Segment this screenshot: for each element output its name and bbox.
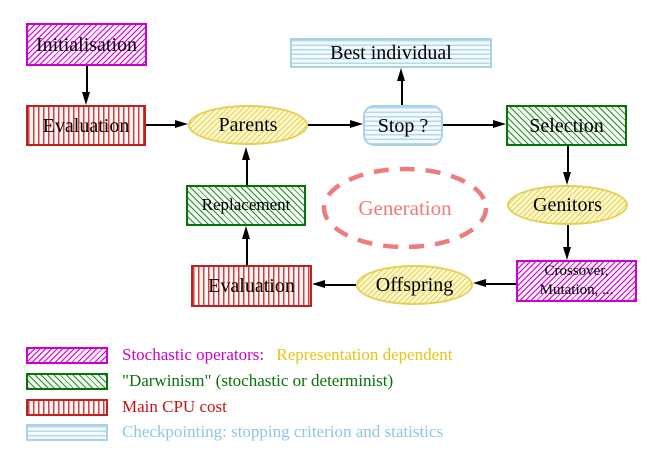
node-initialisation: Initialisation [26, 23, 147, 66]
legend-swatch-darwinism [26, 373, 108, 390]
legend-swatch-checkpointing [26, 424, 108, 441]
node-selection: Selection [506, 105, 627, 146]
legend-label-darwinism: "Darwinism" (stochastic or determinist) [122, 371, 394, 390]
generation-loop-ellipse: Generation [320, 165, 490, 251]
legend-swatch-cpu-cost [26, 399, 108, 416]
crossover-line2: Mutation, ... [539, 282, 614, 298]
legend-label-cpu-cost: Main CPU cost [122, 397, 227, 416]
dashed-ellipse-icon [321, 166, 489, 250]
node-genitors: Genitors [507, 185, 628, 225]
node-replacement: Replacement [186, 185, 306, 226]
stochastic-operators-text: Stochastic operators: [122, 345, 265, 364]
representation-dependent-text: Representation dependent [276, 345, 453, 364]
legend-label-stochastic-operators: Stochastic operators: Representation dep… [122, 345, 452, 365]
node-best-individual: Best individual [290, 38, 492, 68]
node-evaluation-top: Evaluation [26, 105, 146, 146]
node-crossover-mutation: Crossover, Mutation, ... [516, 260, 637, 302]
node-parents: Parents [188, 105, 308, 145]
crossover-line1: Crossover, [544, 262, 609, 279]
legend-label-checkpointing: Checkpointing: stopping criterion and st… [122, 422, 444, 441]
node-offspring: Offspring [356, 265, 473, 305]
node-stop: Stop ? [363, 105, 443, 146]
node-evaluation-bottom: Evaluation [191, 265, 312, 307]
legend-swatch-stochastic-operators [26, 347, 108, 364]
generation-label: Generation [358, 195, 452, 220]
